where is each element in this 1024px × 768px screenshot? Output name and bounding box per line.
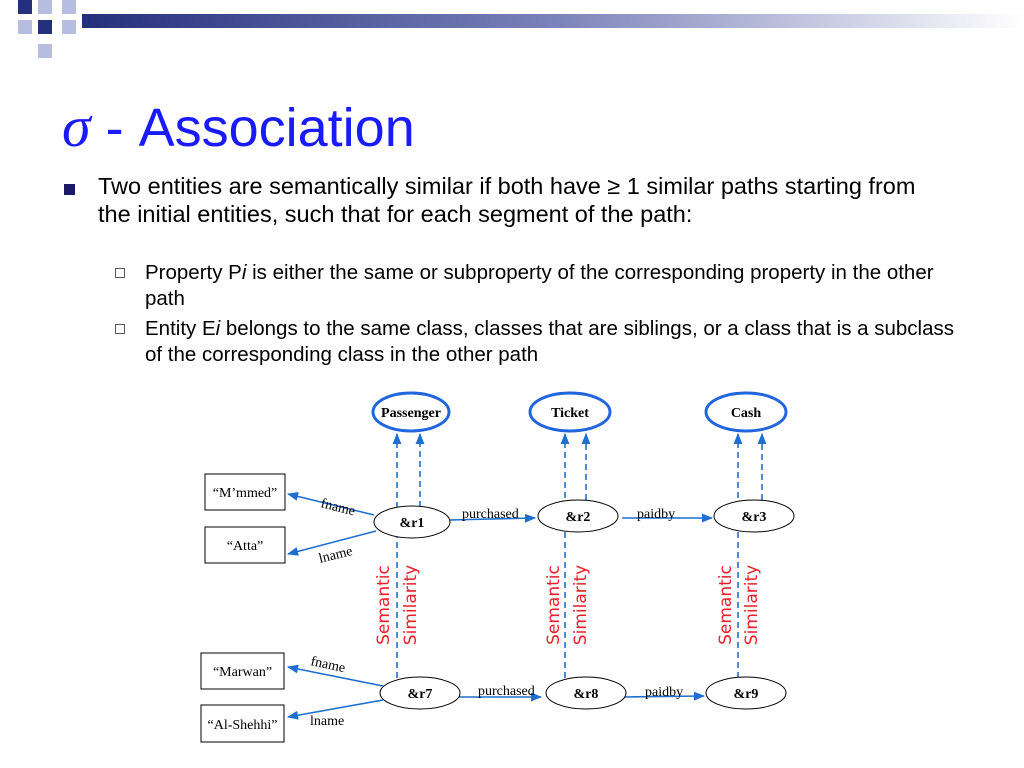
resource-node: &r2 [537,499,619,533]
header-decoration [18,0,1024,58]
semantic-similarity-label: Semantic Similarity [374,565,421,645]
node-label: &r2 [566,510,591,525]
hollow-square-bullet-icon [115,324,125,334]
edge-label-lname: lname [317,544,354,567]
edge-label-paidby: paidby [645,685,683,700]
class-node: Ticket [528,391,612,433]
sub-bullet-italic: i [241,261,247,284]
sub-bullet-prefix: Property P [145,261,242,284]
sub-bullet-prefix: Entity E [145,317,216,340]
edge-label-purchased: purchased [462,507,519,522]
hollow-square-bullet-icon [115,268,125,278]
literal-box: “Al-Shehhi” [200,704,285,743]
resource-node: &r8 [545,676,627,710]
node-label: &r9 [734,687,759,702]
edge-label-purchased: purchased [478,684,535,699]
class-node: Cash [704,391,788,433]
bullet-square-icon [64,184,75,195]
sub-bullet-italic: i [215,317,221,340]
property-arrows [286,492,714,720]
edge-label-lname: lname [310,714,344,729]
similarity-word-2: Similarity [401,565,421,645]
edge-label-fname: fname [319,496,357,519]
semantic-similarity-label: Semantic Similarity [716,565,762,645]
node-label: &r8 [574,687,599,702]
literal-box: “Atta” [204,526,286,564]
semantic-similarity-label: Semantic Similarity [544,565,591,645]
class-label-cash: Cash [731,406,762,421]
node-label: &r1 [400,516,425,531]
type-link-arrows [392,432,767,678]
similarity-word-2: Similarity [742,565,762,645]
slide-title: σ - Association [62,92,415,163]
class-node: Passenger [371,391,451,433]
literal-value: “Al-Shehhi” [208,718,278,733]
similarity-word-2: Similarity [571,565,591,645]
edge-label-paidby: paidby [637,507,675,522]
edge-label-fname: fname [309,654,346,676]
literal-value: “Marwan” [213,665,272,680]
similarity-word-1: Semantic [374,565,394,645]
node-label: &r7 [408,687,433,702]
resource-node: &r1 [373,505,451,539]
resource-node: &r9 [705,676,787,710]
literal-box: “M’mmed” [204,473,286,511]
sigma-symbol: σ [62,94,91,159]
main-bullet-text: Two entities are semantically similar if… [98,173,916,227]
class-label-passenger: Passenger [381,406,441,421]
title-text: - Association [90,98,415,158]
literal-value: “Atta” [227,539,264,554]
sub-bullet-rest: belongs to the same class, classes that … [145,317,954,366]
literal-box: “Marwan” [200,652,285,690]
sub-bullet-rest: is either the same or subproperty of the… [145,261,934,310]
node-label: &r3 [742,510,767,525]
slide-body: Two entities are semantically similar if… [0,0,1024,380]
resource-node: &r7 [379,676,461,710]
class-label-ticket: Ticket [551,406,589,421]
similarity-word-1: Semantic [544,565,564,645]
resource-node: &r3 [713,499,795,533]
literal-value: “M’mmed” [213,486,278,501]
similarity-word-1: Semantic [716,565,736,645]
